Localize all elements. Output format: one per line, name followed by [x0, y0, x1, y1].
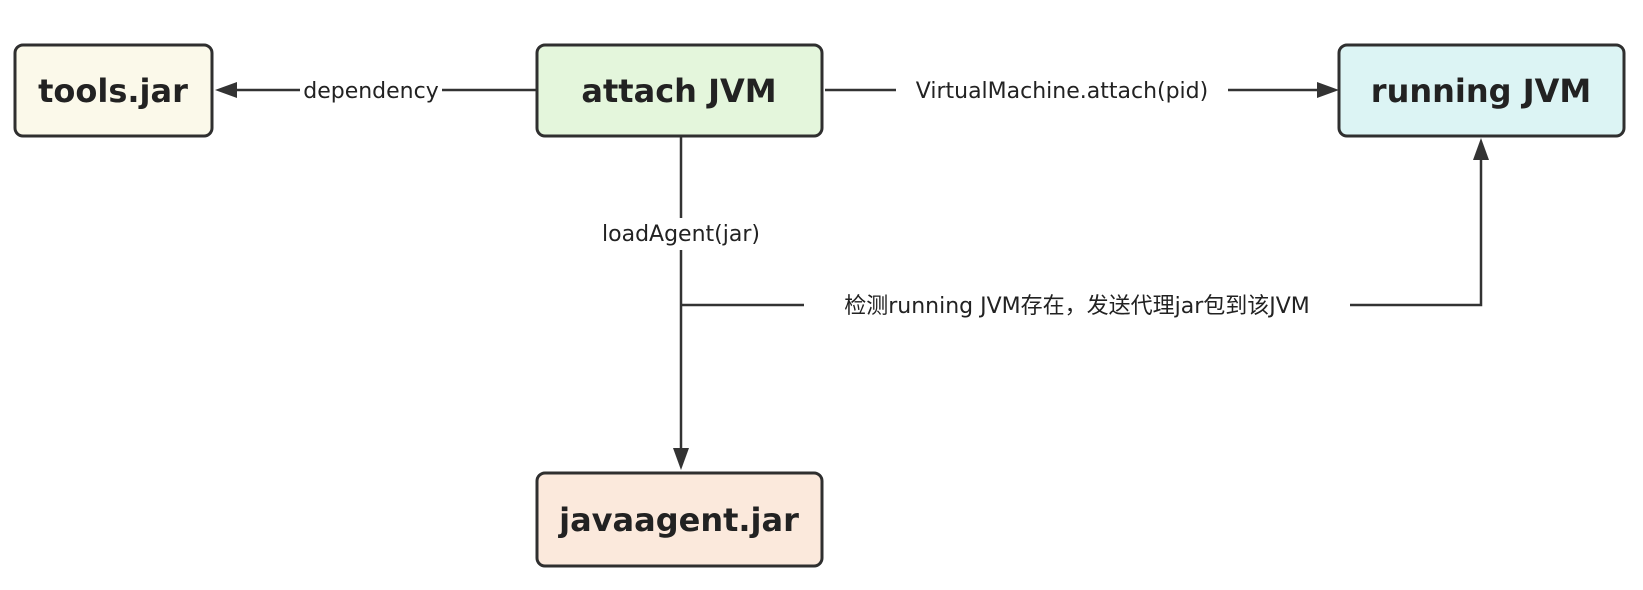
- edge-dependency-label: dependency: [303, 79, 439, 104]
- edge-attach-arrowhead: [1317, 82, 1339, 98]
- node-attach-jvm: attach JVM: [535, 43, 824, 138]
- edge-send-agent-arrowhead: [1473, 138, 1489, 160]
- edge-dependency-label-bg: [300, 76, 442, 106]
- edge-attach-label: VirtualMachine.attach(pid): [916, 79, 1208, 104]
- node-tools-jar: tools.jar: [13, 43, 214, 138]
- edge-send-agent-line: [681, 155, 1483, 307]
- node-attach-jvm-box: [535, 43, 824, 138]
- node-javaagent-jar-label: javaagent.jar: [557, 501, 799, 539]
- edge-send-agent-label-bg: [804, 291, 1350, 321]
- edge-send-agent: 检测running JVM存在，发送代理jar包到该JVM: [681, 138, 1489, 321]
- node-javaagent-jar: javaagent.jar: [535, 471, 824, 568]
- edge-load-agent-label-bg: [590, 218, 772, 250]
- node-tools-jar-label: tools.jar: [38, 72, 188, 110]
- edge-load-agent-label: loadAgent(jar): [602, 222, 760, 247]
- edge-attach: VirtualMachine.attach(pid): [825, 76, 1339, 106]
- node-running-jvm-label: running JVM: [1371, 72, 1591, 110]
- edge-attach-label-bg: [896, 76, 1228, 106]
- node-javaagent-jar-box: [535, 471, 824, 568]
- node-running-jvm-box: [1337, 43, 1626, 138]
- node-attach-jvm-label: attach JVM: [581, 72, 776, 110]
- edge-dependency: dependency: [215, 76, 537, 106]
- edge-load-agent-arrowhead: [673, 448, 689, 470]
- node-running-jvm: running JVM: [1337, 43, 1626, 138]
- edge-load-agent: loadAgent(jar): [590, 137, 772, 470]
- node-tools-jar-box: [13, 43, 214, 138]
- edge-dependency-arrowhead: [215, 82, 237, 98]
- edge-send-agent-label: 检测running JVM存在，发送代理jar包到该JVM: [844, 294, 1310, 319]
